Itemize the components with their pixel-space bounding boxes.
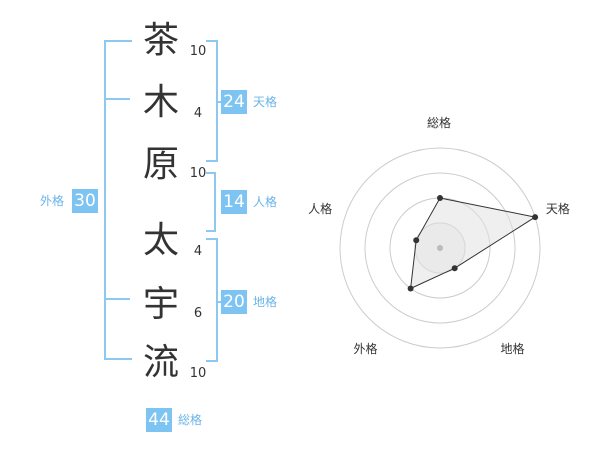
radar-axis-label: 人格 xyxy=(308,202,333,217)
stroke-count-5: 6 xyxy=(193,306,203,321)
radar-center-dot xyxy=(437,245,443,251)
bracket-connector xyxy=(216,301,222,303)
radar-grid-ring xyxy=(339,147,541,349)
radar-axis-label: 総格 xyxy=(427,116,452,130)
name-char-5: 宇 xyxy=(142,284,179,325)
radar-data-point xyxy=(413,237,420,244)
jinkaku-bracket xyxy=(206,172,216,232)
bracket-connector xyxy=(216,101,222,103)
radar-axis-label: 天格 xyxy=(545,202,570,217)
gaikaku-bracket xyxy=(104,40,132,360)
gaikaku-label: 外格 xyxy=(40,194,65,208)
radar-data-point xyxy=(532,214,539,221)
chikaku-label: 地格 xyxy=(253,295,278,309)
radar-data-point xyxy=(437,195,443,201)
stroke-count-6: 10 xyxy=(189,366,207,381)
stroke-count-3: 10 xyxy=(189,166,207,181)
gaikaku-value: 30 xyxy=(72,189,98,213)
radar-axis-label: 地格 xyxy=(500,342,525,357)
name-char-2: 木 xyxy=(142,82,179,123)
bracket-divider xyxy=(104,298,130,300)
stroke-count-2: 4 xyxy=(193,106,203,121)
tenkaku-value: 24 xyxy=(221,90,247,114)
soukaku-label: 総格 xyxy=(178,413,203,427)
stroke-count-4: 4 xyxy=(193,244,203,259)
tenkaku-label: 天格 xyxy=(253,95,278,109)
chikaku-bracket xyxy=(206,238,218,362)
name-char-6: 流 xyxy=(142,342,179,383)
jinkaku-label: 人格 xyxy=(253,195,278,209)
chikaku-value: 20 xyxy=(221,290,247,314)
bracket-divider xyxy=(104,98,130,100)
radar-data-polygon xyxy=(410,197,537,290)
stroke-count-1: 10 xyxy=(189,44,207,59)
name-char-3: 原 xyxy=(142,144,179,185)
name-char-4: 太 xyxy=(142,220,179,261)
radar-data-point xyxy=(451,265,458,272)
radar-data-point xyxy=(407,285,414,292)
radar-grid-ring xyxy=(364,172,516,324)
soukaku-value: 44 xyxy=(146,408,172,432)
name-char-1: 茶 xyxy=(142,20,179,61)
radar-axis-label: 外格 xyxy=(353,342,378,357)
jinkaku-value: 14 xyxy=(221,190,247,214)
